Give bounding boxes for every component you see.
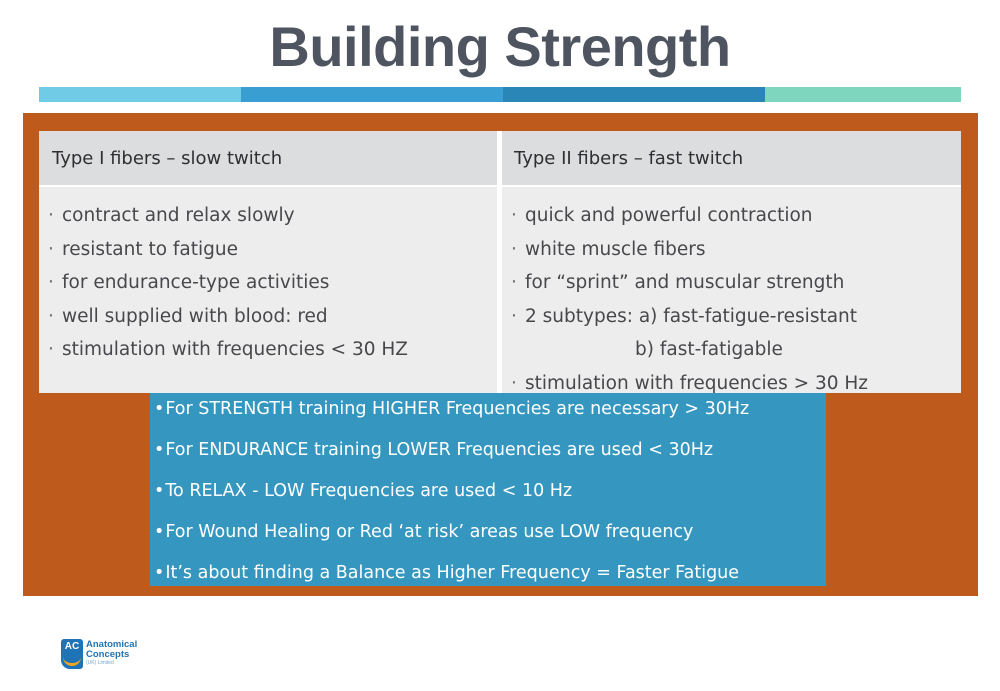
type-1-column: Type I fibers – slow twitch · contract an… [39, 131, 497, 393]
note-item: •For STRENGTH training HIGHER Frequencie… [154, 399, 749, 419]
type-1-item-text: resistant to fatigue [62, 238, 238, 260]
note-text: For STRENGTH training HIGHER Frequencies… [165, 399, 750, 419]
type-1-item-text: well supplied with blood: red [62, 305, 328, 327]
bullet: · [511, 372, 517, 394]
bullet: • [154, 522, 165, 542]
type-2-heading: Type II fibers – fast twitch [502, 131, 961, 187]
color-stripe-4 [765, 87, 961, 102]
type-2-item-text: quick and powerful contraction [525, 205, 813, 226]
note-item: •For ENDURANCE training LOWER Frequencie… [154, 440, 713, 460]
fiber-comparison-table: Type I fibers – slow twitch · contract an… [39, 131, 961, 394]
type-1-item: · for endurance-type activities [39, 266, 497, 300]
type-2-item: · quick and powerful contraction [502, 199, 961, 233]
bullet: • [154, 563, 165, 583]
color-stripe-3 [503, 87, 765, 102]
type-2-item-text: white muscle fibers [525, 238, 706, 260]
type-1-item: · resistant to fatigue [39, 233, 497, 267]
note-text: It’s about finding a Balance as Higher F… [165, 563, 740, 583]
bullet: · [48, 238, 54, 260]
type-1-heading: Type I fibers – slow twitch [39, 131, 497, 187]
type-2-item-text: b) fast-fatigable [635, 339, 783, 360]
bullet: · [511, 238, 517, 260]
logo-line-3: (UK) Limited [86, 660, 114, 666]
bullet: · [511, 305, 517, 327]
note-text: For Wound Healing or Red ‘at risk’ areas… [165, 522, 694, 542]
bullet: • [154, 399, 165, 419]
type-1-item-text: contract and relax slowly [62, 205, 295, 226]
type-2-subitem: b) fast-fatigable [502, 333, 961, 367]
bullet: · [48, 305, 54, 327]
bullet: · [48, 339, 54, 360]
logo-mark: AC [61, 639, 83, 669]
type-2-item-text: for “sprint” and muscular strength [525, 272, 845, 293]
company-logo: AC Anatomical Concepts (UK) Limited [61, 639, 141, 671]
type-1-item-text: for endurance-type activities [62, 272, 330, 293]
type-1-item: · contract and relax slowly [39, 199, 497, 233]
type-2-item-text: 2 subtypes: a) fast-fatigue-resistant [525, 305, 858, 327]
frequency-notes-box: •For STRENGTH training HIGHER Frequencie… [150, 393, 826, 586]
type-2-item: · white muscle fibers [502, 233, 961, 267]
type-2-column: Type II fibers – fast twitch · quick and … [502, 131, 961, 394]
type-2-item: · for “sprint” and muscular strength [502, 266, 961, 300]
bullet: • [154, 440, 165, 460]
bullet: · [511, 205, 517, 226]
note-item: •It’s about finding a Balance as Higher … [154, 563, 739, 583]
type-1-item-text: stimulation with frequencies < 30 HZ [62, 339, 408, 360]
logo-mark-text: AC [64, 641, 80, 652]
bullet: · [48, 272, 54, 293]
logo-line-2: Concepts [86, 649, 130, 660]
page-title: Building Strength [269, 15, 731, 78]
type-2-item: · 2 subtypes: a) fast-fatigue-resistant [502, 300, 961, 334]
note-item: •To RELAX - LOW Frequencies are used < 1… [154, 481, 572, 501]
logo-swoosh [63, 657, 81, 666]
type-2-item: · stimulation with frequencies > 30 Hz [502, 367, 961, 401]
type-1-item: · well supplied with blood: red [39, 300, 497, 334]
bullet: • [154, 481, 165, 501]
note-item: •For Wound Healing or Red ‘at risk’ area… [154, 522, 693, 542]
logo-line-1: Anatomical [86, 639, 138, 650]
bullet: · [48, 205, 54, 226]
color-stripe-1 [39, 87, 241, 102]
color-stripe-2 [241, 87, 503, 102]
type-1-item: · stimulation with frequencies < 30 HZ [39, 333, 497, 367]
type-2-item-text: stimulation with frequencies > 30 Hz [525, 372, 869, 394]
note-text: To RELAX - LOW Frequencies are used < 10… [165, 481, 573, 501]
bullet: · [511, 272, 517, 293]
logo-wordmark: Anatomical Concepts (UK) Limited [86, 639, 138, 667]
note-text: For ENDURANCE training LOWER Frequencies… [165, 440, 714, 460]
